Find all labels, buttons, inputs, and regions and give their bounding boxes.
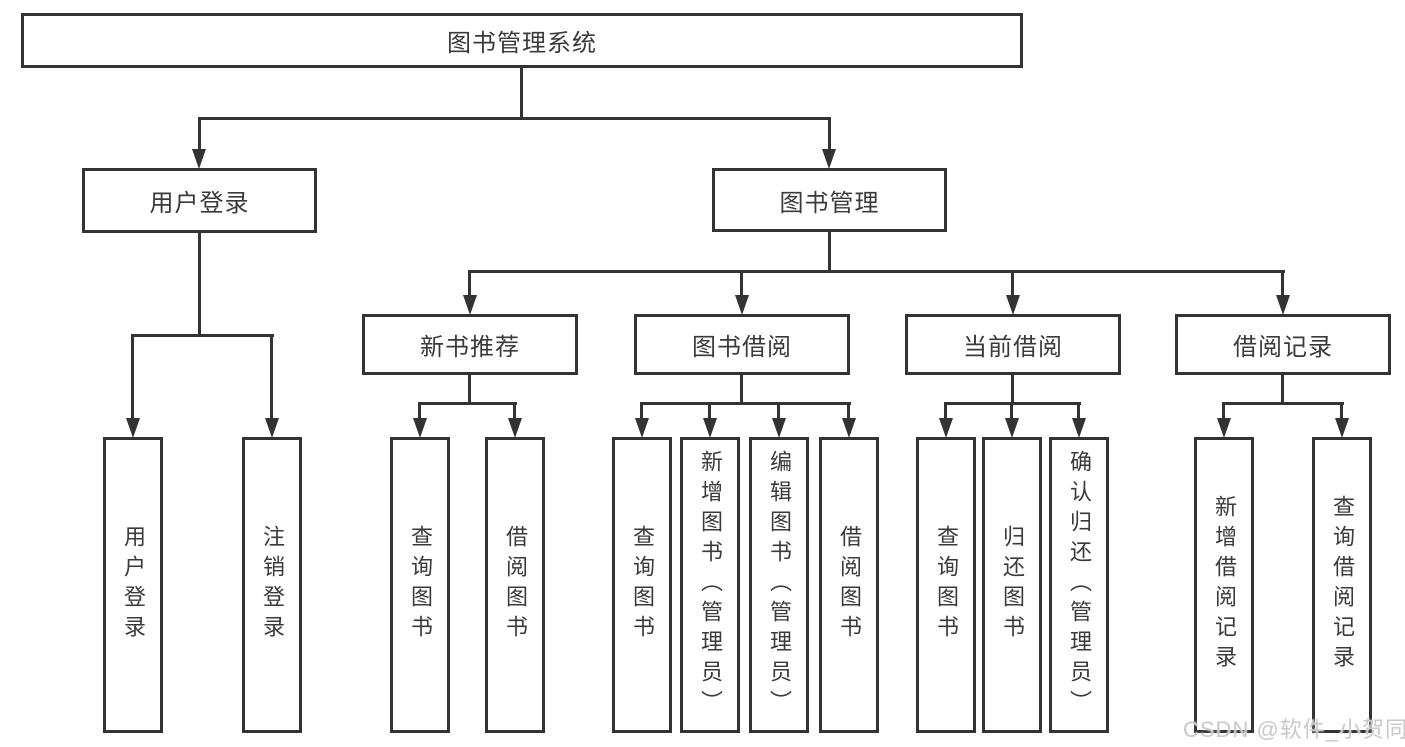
arrow-down-icon (508, 418, 522, 438)
arrow-down-icon (192, 149, 206, 169)
arrow-down-icon (772, 418, 786, 438)
arrow-down-icon (1005, 418, 1019, 438)
connector-vline (198, 233, 201, 337)
node-label: 用户登录 (149, 190, 250, 217)
connector-vline (1281, 270, 1284, 298)
connector-vline (270, 334, 273, 422)
leaf-edit-books-admin: 编辑图书（管理员） (749, 437, 809, 733)
arrow-down-icon (635, 418, 649, 438)
arrow-down-icon (1217, 418, 1231, 438)
node-book-borrowing: 图书借阅 (634, 314, 850, 375)
arrow-down-icon (1335, 418, 1349, 438)
leaf-query-borrow-record: 查询借阅记录 (1312, 437, 1372, 733)
arrow-down-icon (1006, 295, 1020, 315)
arrow-down-icon (822, 149, 836, 169)
connector-vline (1010, 402, 1013, 422)
node-label: 新增借阅记录 (1212, 495, 1237, 675)
node-label: 确认归还（管理员） (1067, 450, 1092, 720)
node-book-management: 图书管理 (712, 168, 947, 232)
node-label: 当前借阅 (963, 334, 1063, 361)
connector-vline (1281, 374, 1284, 405)
leaf-borrow-books-recommend: 借阅图书 (485, 437, 545, 733)
node-label: 查询借阅记录 (1330, 495, 1355, 675)
connector-vline (418, 402, 421, 422)
arrow-down-icon (1276, 295, 1290, 315)
connector-hline (468, 270, 1285, 273)
leaf-query-books-borrowing: 查询图书 (612, 437, 672, 733)
arrow-down-icon (735, 295, 749, 315)
node-label: 编辑图书（管理员） (767, 450, 792, 720)
node-label: 查询图书 (934, 525, 959, 645)
node-label: 图书管理 (779, 189, 880, 217)
connector-vline (1011, 374, 1014, 405)
connector-hline (198, 117, 831, 120)
arrow-down-icon (939, 418, 953, 438)
node-borrowing-records: 借阅记录 (1175, 314, 1391, 375)
connector-hline (131, 334, 274, 337)
arrow-down-icon (463, 295, 477, 315)
connector-vline (468, 374, 471, 405)
node-label: 新书推荐 (420, 334, 520, 361)
node-label: 新增图书（管理员） (698, 450, 723, 720)
connector-vline (468, 270, 471, 298)
connector-vline (513, 402, 516, 422)
connector-vline (828, 117, 831, 152)
node-label: 借阅图书 (503, 525, 528, 645)
node-root-library-system: 图书管理系统 (21, 13, 1023, 68)
node-label: 图书管理系统 (447, 30, 597, 57)
connector-vline (740, 270, 743, 298)
connector-vline (1222, 402, 1225, 422)
csdn-watermark: CSDN @软件_小贺同学 (1183, 717, 1405, 742)
connector-vline (1011, 270, 1014, 298)
connector-vline (198, 117, 201, 152)
node-label: 图书借阅 (692, 334, 792, 361)
leaf-logout: 注销登录 (242, 437, 302, 733)
node-current-borrowing: 当前借阅 (905, 314, 1121, 375)
node-label: 借阅记录 (1233, 334, 1333, 361)
leaf-borrow-books: 借阅图书 (819, 437, 879, 733)
node-label: 借阅图书 (837, 525, 862, 645)
node-new-book-recommend: 新书推荐 (362, 314, 578, 375)
arrow-down-icon (703, 418, 717, 438)
leaf-return-books: 归还图书 (982, 437, 1042, 733)
arrow-down-icon (1072, 418, 1086, 438)
leaf-add-borrow-record: 新增借阅记录 (1194, 437, 1254, 733)
arrow-down-icon (265, 418, 279, 438)
leaf-add-books-admin: 新增图书（管理员） (680, 437, 740, 733)
connector-vline (944, 402, 947, 422)
connector-vline (708, 402, 711, 422)
connector-vline (640, 402, 643, 422)
connector-vline (740, 374, 743, 405)
connector-vline (520, 68, 523, 120)
arrow-down-icon (413, 418, 427, 438)
node-label: 用户登录 (121, 525, 146, 645)
connector-vline (131, 334, 134, 422)
connector-vline (777, 402, 780, 422)
connector-vline (847, 402, 850, 422)
leaf-user-login: 用户登录 (103, 437, 163, 733)
connector-vline (828, 232, 831, 273)
leaf-query-books-current: 查询图书 (916, 437, 976, 733)
connector-vline (1077, 402, 1080, 422)
node-label: 注销登录 (260, 525, 285, 645)
connector-hline (640, 402, 851, 405)
connector-hline (418, 402, 517, 405)
connector-hline (1222, 402, 1344, 405)
node-label: 归还图书 (1000, 525, 1025, 645)
leaf-query-books-recommend: 查询图书 (390, 437, 450, 733)
node-label: 查询图书 (630, 525, 655, 645)
node-user-login: 用户登录 (82, 168, 317, 233)
leaf-confirm-return-admin: 确认归还（管理员） (1049, 437, 1109, 733)
node-label: 查询图书 (408, 525, 433, 645)
connector-vline (1340, 402, 1343, 422)
arrow-down-icon (126, 418, 140, 438)
arrow-down-icon (842, 418, 856, 438)
